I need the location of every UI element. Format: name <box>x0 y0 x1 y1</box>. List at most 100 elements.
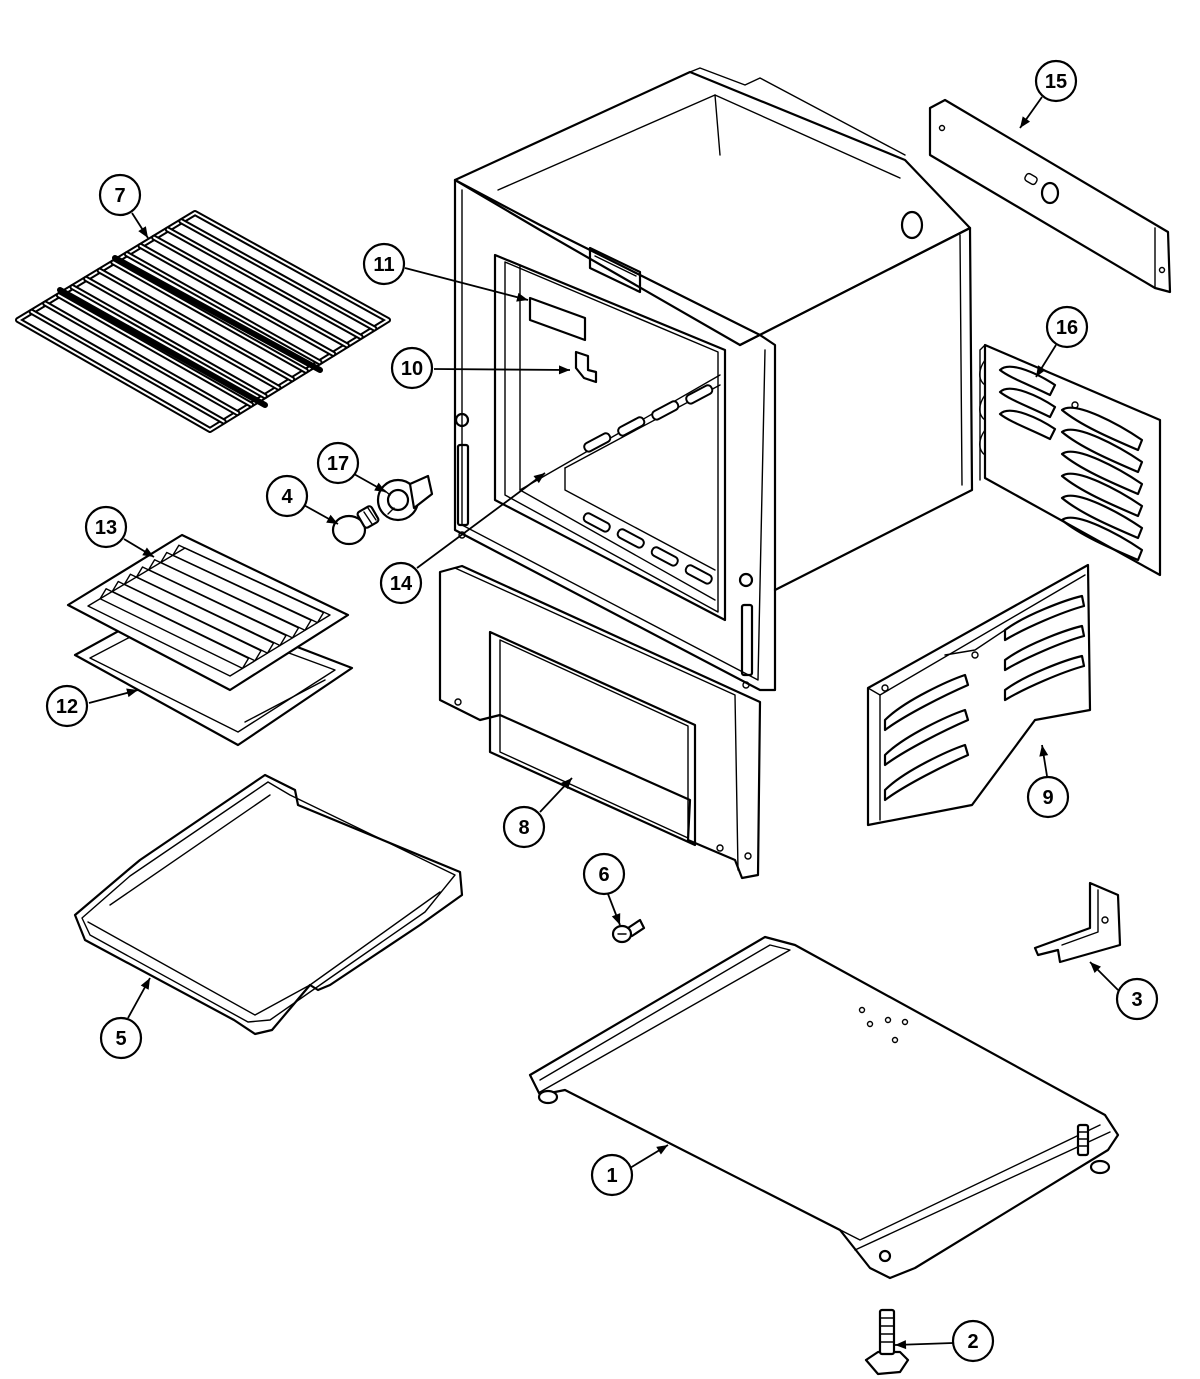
callout-number: 12 <box>56 696 78 718</box>
part-13-broiler-insert <box>66 533 350 692</box>
rack-wire-highlight <box>180 220 376 330</box>
oven-body <box>453 67 974 692</box>
callout-5: 5 <box>99 1016 143 1060</box>
base-vent-inner <box>923 1158 962 1177</box>
callout-6: 6 <box>582 852 626 896</box>
base-slot-inner <box>652 1060 863 1178</box>
callout-circle <box>590 1153 634 1197</box>
base-vent-inner <box>1023 1113 1062 1132</box>
rack-wire-highlight <box>44 302 239 415</box>
callout-circle <box>951 1319 995 1363</box>
leader-arrow-7 <box>138 226 148 238</box>
part-9-side-panel <box>866 563 1092 827</box>
base-vent-inner <box>893 1133 920 1147</box>
rack-wire-highlight <box>85 277 280 389</box>
leader-line-11 <box>404 267 529 301</box>
insert-ridge <box>99 588 250 670</box>
callout-number: 3 <box>1131 989 1142 1011</box>
leader-lines <box>88 96 1119 1350</box>
callout-number: 13 <box>95 517 117 539</box>
leader-line-14 <box>416 472 546 569</box>
leader-arrow-16 <box>1036 365 1046 377</box>
leader-arrow-1 <box>656 1145 668 1155</box>
callout-circle <box>98 173 142 217</box>
part-15-rear-panel <box>928 98 1172 294</box>
rack-wire-highlight <box>139 244 335 355</box>
callout-circle <box>582 852 626 896</box>
base-vent-inner <box>868 1186 910 1207</box>
part-17-socket <box>376 474 434 522</box>
rack-wire-highlight <box>71 286 266 398</box>
base-slot-inner <box>757 1002 973 1121</box>
base-vent-inner <box>643 1078 670 1092</box>
part-2-leveling-leg <box>864 1308 910 1376</box>
callout-2: 2 <box>951 1319 995 1363</box>
callout-number: 14 <box>390 573 413 595</box>
part-11-label-plate <box>528 296 587 342</box>
rack-wire-highlight <box>98 269 294 381</box>
callout-number: 1 <box>606 1165 617 1187</box>
callout-13: 13 <box>84 505 128 549</box>
callout-circle <box>265 474 309 518</box>
rack-wire-highlight <box>125 253 321 364</box>
rack-wire-highlight <box>166 228 362 338</box>
callout-circle <box>84 505 128 549</box>
callout-number: 7 <box>114 185 125 207</box>
base-vent-inner <box>893 1066 920 1080</box>
callout-15: 15 <box>1034 59 1078 103</box>
leader-arrow-14 <box>533 473 545 484</box>
leader-arrow-6 <box>611 913 621 925</box>
leader-arrow-5 <box>140 978 150 990</box>
callout-11: 11 <box>362 242 406 286</box>
callout-9: 9 <box>1026 775 1070 819</box>
rack-wire-highlight <box>112 261 307 372</box>
rack-wire-highlight <box>30 310 225 423</box>
callout-14: 14 <box>379 561 423 605</box>
callout-number: 10 <box>401 358 423 380</box>
part-6-screw <box>611 918 646 944</box>
callout-number: 17 <box>327 453 349 475</box>
callout-circle <box>1115 977 1159 1021</box>
leader-arrow-10 <box>558 365 570 375</box>
callout-number: 5 <box>115 1028 126 1050</box>
callout-circle <box>1026 775 1070 819</box>
leader-arrow-8 <box>561 778 572 790</box>
callout-circle <box>45 684 89 728</box>
base-vent-inner <box>973 1133 1012 1152</box>
callout-circle <box>502 805 546 849</box>
part-1-base <box>528 935 1120 1280</box>
base-vent-inner <box>740 1026 767 1037</box>
part-4-light-bulb <box>331 505 380 546</box>
leader-line-10 <box>433 368 571 371</box>
callout-17: 17 <box>316 441 360 485</box>
leader-arrow-11 <box>516 292 528 302</box>
base-slot-inner <box>702 1032 918 1151</box>
callout-number: 15 <box>1045 71 1067 93</box>
callout-circle <box>362 242 406 286</box>
part-7-oven-rack <box>15 210 391 433</box>
callout-circle <box>390 346 434 390</box>
callout-8: 8 <box>502 805 546 849</box>
base-slot-inner <box>575 1082 615 1098</box>
callout-number: 11 <box>373 254 394 276</box>
part-10-clip <box>574 350 598 384</box>
leader-arrow-17 <box>374 482 386 492</box>
callout-number: 2 <box>967 1331 978 1353</box>
part-5-drawer-pan <box>73 773 464 1036</box>
part-3-bracket <box>1033 881 1122 964</box>
callout-circle <box>1045 305 1089 349</box>
base-vent-inner <box>798 1178 825 1192</box>
base-vent-inner <box>818 1023 844 1037</box>
callout-number: 8 <box>518 817 529 839</box>
leader-arrow-12 <box>126 688 138 698</box>
part-16-side-panel <box>979 343 1162 577</box>
callout-circle <box>1034 59 1078 103</box>
callout-number: 4 <box>281 486 293 508</box>
callout-circle <box>99 1016 143 1060</box>
insert-ridge <box>172 544 325 624</box>
leader-arrow-3 <box>1090 962 1101 973</box>
callout-16: 16 <box>1045 305 1089 349</box>
callout-circle <box>316 441 360 485</box>
